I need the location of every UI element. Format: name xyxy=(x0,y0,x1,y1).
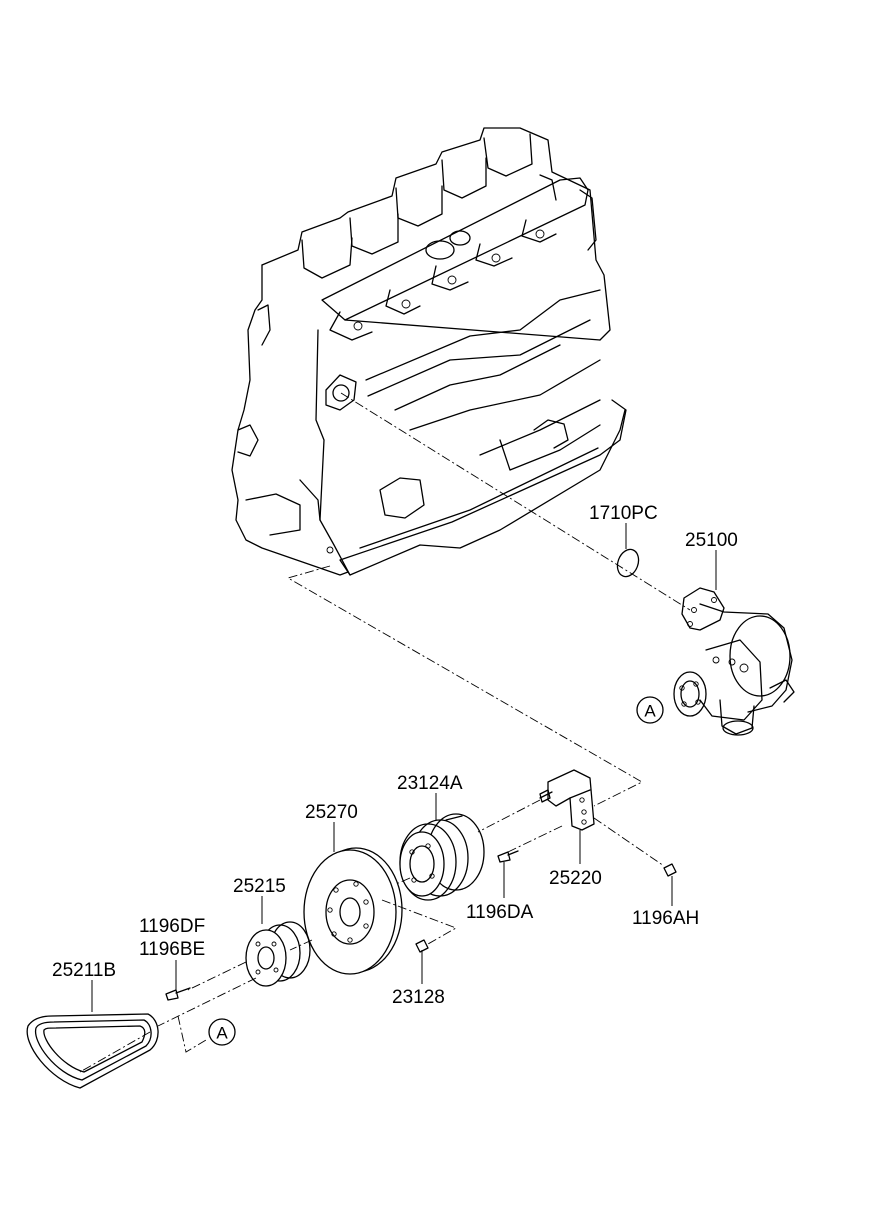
bolt-bracket xyxy=(539,789,551,803)
label-25270: 25270 xyxy=(305,802,358,823)
label-25100: 25100 xyxy=(685,530,738,551)
bolt-1196df xyxy=(165,987,191,1001)
label-25220: 25220 xyxy=(549,868,602,889)
label-1196be: 1196BE xyxy=(139,939,205,960)
damper-pulley-25270 xyxy=(303,847,403,975)
label-1196df: 1196DF xyxy=(139,916,205,937)
label-23124a: 23124A xyxy=(397,773,463,794)
leader-lines xyxy=(91,523,717,1012)
ref-marker-belt: A xyxy=(208,1018,236,1046)
pulley-25215 xyxy=(245,921,311,987)
label-1196ah: 1196AH xyxy=(632,908,699,929)
ref-marker-pump: A xyxy=(636,696,664,724)
bracket-25220 xyxy=(539,769,595,831)
label-25211b: 25211B xyxy=(52,960,116,981)
ref-marker-pump-text: A xyxy=(644,702,656,721)
label-1710pc: 1710PC xyxy=(589,503,658,524)
label-25215: 25215 xyxy=(233,876,286,897)
o-ring-1710pc xyxy=(616,548,640,578)
label-1196da: 1196DA xyxy=(466,902,534,923)
engine-block xyxy=(231,127,627,576)
belt-25211b xyxy=(26,1013,159,1089)
label-23128: 23128 xyxy=(392,987,445,1008)
bolt-1196da xyxy=(497,850,519,863)
water-pump xyxy=(673,587,795,736)
pulley-23124a xyxy=(399,813,485,901)
bolt-23128 xyxy=(415,939,429,953)
bolt-1196ah xyxy=(663,863,677,877)
bolts xyxy=(165,789,677,1001)
assembly-lines xyxy=(79,392,691,1073)
ref-marker-belt-text: A xyxy=(216,1024,228,1043)
